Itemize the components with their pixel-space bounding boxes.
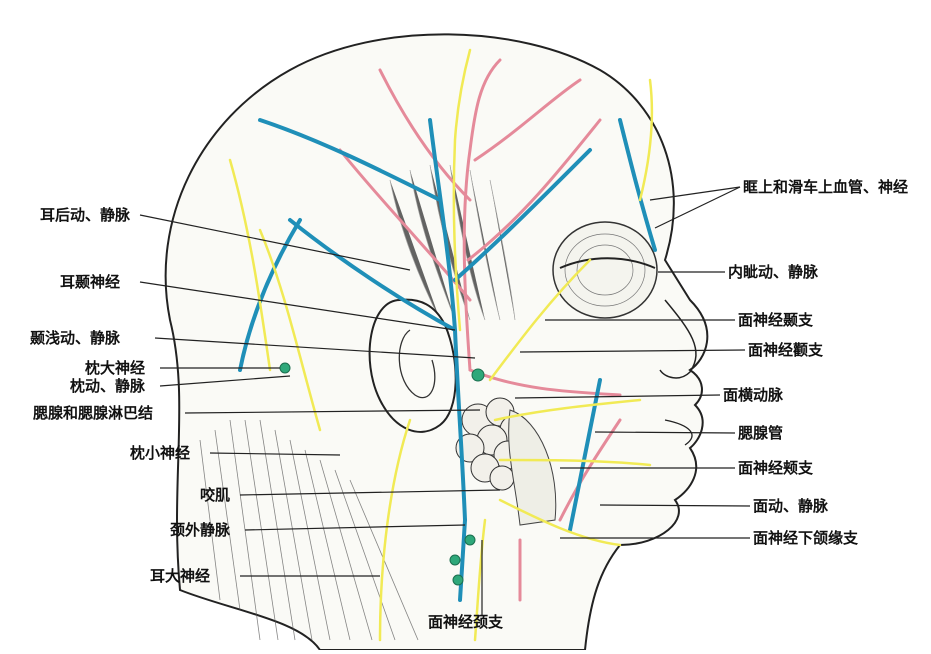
lymph-nodes [279, 362, 485, 586]
label-zygomatic-branch: 面神经颧支 [748, 341, 824, 359]
nerves [228, 48, 654, 642]
label-great-auricular: 耳大神经 [150, 567, 211, 585]
label-post-auricular: 耳后动、静脉 [40, 206, 131, 224]
label-parotid-duct: 腮腺管 [738, 424, 784, 442]
masseter [508, 409, 557, 526]
label-occipital-vessels: 枕动、静脉 [70, 377, 146, 395]
label-supraorbital: 眶上和滑车上血管、神经 [743, 178, 909, 196]
label-masseter: 咬肌 [200, 486, 231, 504]
label-transverse-facial: 面横动脉 [723, 386, 784, 404]
label-ext-jugular: 颈外静脉 [170, 521, 231, 539]
label-facial-vessels: 面动、静脉 [753, 497, 829, 515]
label-buccal-branch: 面神经颊支 [738, 459, 814, 477]
label-auriculotemporal: 耳颞神经 [60, 273, 121, 291]
label-mandibular-branch: 面神经下颌缘支 [753, 529, 859, 547]
label-lesser-occipital: 枕小神经 [130, 444, 191, 462]
ear [368, 298, 457, 433]
label-greater-occipital: 枕大神经 [85, 359, 146, 377]
label-cervical-branch: 面神经颈支 [428, 613, 504, 631]
leader-lines [139, 186, 751, 615]
eye-lines [564, 233, 646, 307]
label-sup-temporal: 颞浅动、静脉 [30, 329, 121, 347]
orbicularis-oculi [552, 221, 658, 319]
label-temporal-branch: 面神经颞支 [738, 311, 814, 329]
label-parotid-nodes: 腮腺和腮腺淋巴结 [33, 404, 154, 422]
label-angular: 内眦动、静脉 [728, 263, 819, 281]
